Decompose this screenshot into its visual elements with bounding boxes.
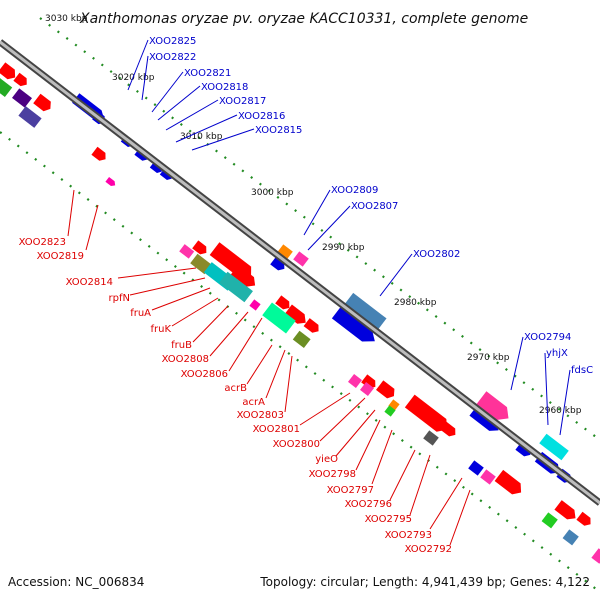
gene-label[interactable]: fruB	[171, 340, 192, 351]
kbp-label: 2980 kbp	[394, 298, 437, 308]
gene-box[interactable]	[562, 529, 579, 546]
gene-arrow[interactable]	[33, 93, 54, 114]
kbp-label: 2960 kbp	[539, 406, 582, 416]
gene-label[interactable]: XOO2822	[149, 52, 196, 63]
gene-label[interactable]: XOO2795	[365, 514, 412, 525]
kbp-label: 3010 kbp	[180, 132, 223, 142]
gene-arrow[interactable]	[440, 421, 458, 439]
gene-box[interactable]	[277, 244, 293, 260]
gene-box[interactable]	[541, 512, 558, 529]
gene-label[interactable]: fruK	[150, 324, 171, 335]
gene-label[interactable]: XOO2823	[19, 237, 66, 248]
gene-arrow[interactable]	[91, 146, 108, 163]
kbp-label: 3000 kbp	[251, 188, 294, 198]
gene-box[interactable]	[292, 330, 311, 349]
gene-label[interactable]: XOO2796	[345, 499, 392, 510]
gene-arrow[interactable]	[576, 511, 593, 528]
kbp-label: 2970 kbp	[467, 353, 510, 363]
gene-label[interactable]: fdsC	[571, 365, 593, 376]
gene-box[interactable]	[249, 299, 261, 311]
gene-label[interactable]: XOO2793	[385, 530, 432, 541]
lower-gene-labels: XOO2823 XOO2819 XOO2814 rpfN fruA fruK f…	[19, 237, 452, 555]
gene-label[interactable]: XOO2802	[413, 249, 460, 260]
gene-label[interactable]: acrA	[242, 397, 265, 408]
gene-label[interactable]: yhjX	[546, 348, 568, 359]
accession-text: Accession: NC_006834	[8, 575, 144, 589]
gene-arrow[interactable]	[192, 240, 209, 256]
gene-arrow[interactable]	[376, 380, 398, 400]
gene-label[interactable]: XOO2816	[238, 111, 285, 122]
gene-label[interactable]: XOO2815	[255, 125, 302, 136]
gene-label[interactable]: XOO2825	[149, 36, 196, 47]
kbp-label: 2990 kbp	[322, 243, 365, 253]
gene-box[interactable]	[480, 469, 496, 485]
gene-box[interactable]	[347, 373, 363, 389]
gene-arrow[interactable]	[515, 441, 533, 459]
genome-backbone	[0, 39, 600, 506]
gene-arrow[interactable]	[476, 391, 514, 424]
gene-label[interactable]: XOO2798	[309, 469, 356, 480]
gene-label[interactable]: XOO2809	[331, 185, 378, 196]
gene-box[interactable]	[384, 405, 396, 417]
gene-arrow[interactable]	[331, 305, 380, 348]
gene-arrow[interactable]	[303, 318, 322, 335]
gene-arrow[interactable]	[554, 500, 579, 523]
kbp-labels: 3030 kbp 3020 kbp 3010 kbp 3000 kbp 2990…	[45, 14, 582, 416]
gene-box[interactable]	[293, 251, 309, 267]
gene-label[interactable]: yieO	[315, 454, 338, 465]
gene-box[interactable]	[179, 244, 195, 259]
gene-arrow[interactable]	[12, 88, 32, 108]
gene-label[interactable]: XOO2806	[181, 369, 228, 380]
gene-box[interactable]	[219, 271, 253, 303]
gene-label[interactable]: XOO2794	[524, 332, 571, 343]
gene-box[interactable]	[468, 460, 484, 476]
gene-label[interactable]: XOO2797	[327, 485, 374, 496]
gene-label[interactable]: fruA	[130, 308, 151, 319]
gene-arrow[interactable]	[275, 295, 292, 311]
gene-label[interactable]: rpfN	[109, 293, 130, 304]
gene-label[interactable]: XOO2792	[405, 544, 452, 555]
map-title: Xanthomonas oryzae pv. oryzae KACC10331,…	[79, 11, 528, 27]
gene-box[interactable]	[262, 302, 296, 334]
gene-arrow[interactable]	[0, 62, 19, 82]
gene-box[interactable]	[539, 433, 569, 461]
gene-box[interactable]	[591, 548, 600, 564]
inner-dotted-track	[0, 131, 600, 593]
gene-arrow[interactable]	[343, 292, 387, 332]
gene-label[interactable]: XOO2817	[219, 96, 266, 107]
lower-strand-features	[0, 62, 600, 564]
gene-arrow[interactable]	[404, 394, 452, 436]
gene-arrow[interactable]	[230, 264, 259, 290]
gene-label[interactable]: XOO2814	[66, 277, 113, 288]
upper-gene-labels: XOO2825 XOO2822 XOO2821 XOO2818 XOO2817 …	[149, 36, 593, 376]
genome-summary-text: Topology: circular; Length: 4,941,439 bp…	[259, 575, 590, 589]
outer-dotted-track	[39, 17, 600, 441]
gene-label[interactable]: XOO2821	[184, 68, 231, 79]
gene-label[interactable]: XOO2801	[253, 424, 300, 435]
kbp-label: 3020 kbp	[112, 73, 155, 83]
gene-label[interactable]: XOO2818	[201, 82, 248, 93]
gene-arrow[interactable]	[18, 106, 42, 128]
gene-label[interactable]: XOO2819	[37, 251, 84, 262]
lower-leader-lines	[67, 189, 471, 546]
gene-arrow[interactable]	[105, 176, 117, 188]
gene-label[interactable]: XOO2808	[162, 354, 209, 365]
gene-arrow[interactable]	[0, 77, 13, 98]
gene-label[interactable]: XOO2803	[237, 410, 284, 421]
gene-label[interactable]: XOO2807	[351, 201, 398, 212]
gene-box[interactable]	[423, 430, 439, 446]
kbp-label: 3030 kbp	[45, 14, 88, 24]
gene-label[interactable]: acrB	[224, 383, 247, 394]
gene-arrow[interactable]	[494, 469, 526, 498]
gene-arrow[interactable]	[284, 304, 310, 328]
gene-arrow[interactable]	[13, 72, 29, 89]
gene-arrow[interactable]	[149, 161, 164, 175]
upper-leader-lines	[127, 39, 571, 436]
gene-box[interactable]	[359, 381, 375, 397]
gene-label[interactable]: XOO2800	[273, 439, 320, 450]
